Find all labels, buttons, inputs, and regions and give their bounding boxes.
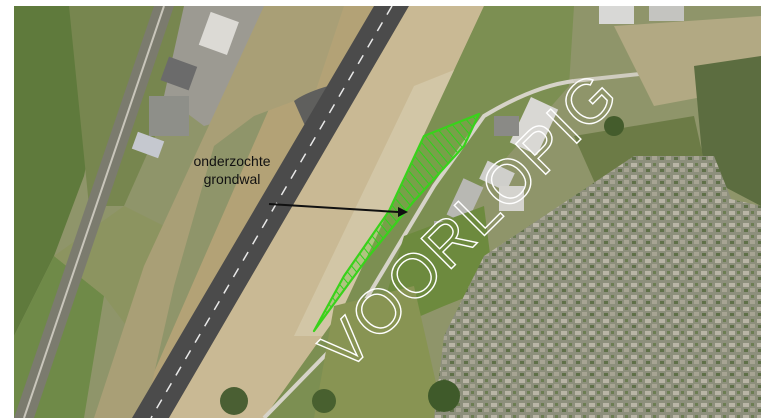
residential-area-north: [574, 156, 734, 216]
building-top-right-2: [649, 6, 684, 21]
industrial-building-2: [479, 160, 515, 192]
arrow-right-icon: [268, 203, 399, 213]
arrow-head-icon: [398, 207, 408, 217]
industrial-building-6: [494, 116, 519, 136]
sand-patch: [294, 66, 464, 336]
grass-area: [94, 6, 344, 418]
annotation-line-1: onderzochte: [193, 153, 271, 169]
tree-cluster: [312, 389, 336, 413]
runway-centerline: [150, 6, 393, 418]
residential-area: [434, 186, 761, 418]
building-top-right-1: [599, 6, 634, 24]
annotation-line-2: grondwal: [203, 171, 261, 187]
industrial-building-3: [446, 178, 484, 224]
rail-line: [23, 6, 165, 418]
tree-cluster: [604, 116, 624, 136]
aerial-photo: VOORLOPIG: [14, 6, 761, 418]
tree-cluster: [428, 380, 460, 412]
industrial-building-1: [509, 97, 559, 155]
study-area-polygon[interactable]: [312, 112, 481, 333]
parking-left: [149, 96, 189, 136]
field-center-bottom: [314, 286, 444, 418]
runway: [132, 6, 409, 418]
building-left: [131, 131, 165, 159]
hangar-2: [160, 56, 198, 91]
industrial-building-4: [499, 186, 524, 211]
aerial-map[interactable]: VOORLOPIG onderzochte grondwal: [14, 6, 761, 418]
tree-cluster: [220, 387, 248, 415]
annotation-label: onderzochte grondwal: [172, 152, 292, 188]
hangar-1: [198, 11, 239, 56]
